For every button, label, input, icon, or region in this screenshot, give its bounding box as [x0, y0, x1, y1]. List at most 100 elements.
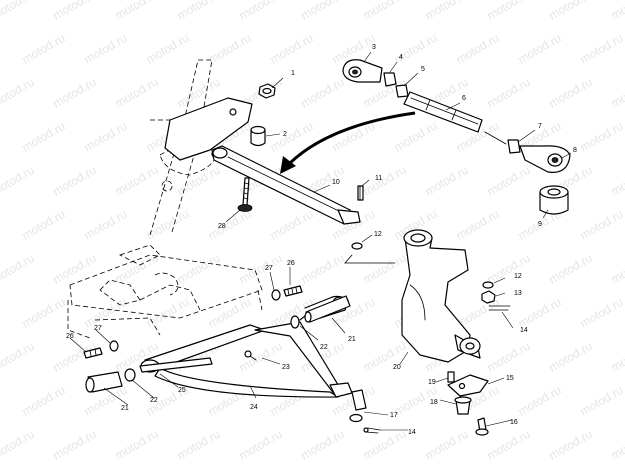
- watermark-text: motod.ru: [82, 119, 130, 155]
- watermark-text: motod.ru: [609, 163, 625, 199]
- part-15-steering-arm: [447, 374, 489, 397]
- watermark-text: motod.ru: [237, 427, 285, 463]
- callout-28: 28: [218, 223, 226, 230]
- watermark-text: motod.ru: [516, 383, 564, 419]
- watermark-text: motod.ru: [82, 295, 130, 331]
- callout-leaders: [69, 51, 572, 431]
- part-1-nut: [258, 83, 276, 99]
- callout-16: 16: [510, 419, 518, 426]
- watermark-text: motod.ru: [237, 0, 285, 23]
- watermark-text: motod.ru: [299, 75, 347, 111]
- pitman-arm-bracket: [164, 97, 253, 161]
- watermark-text: motod.ru: [578, 295, 625, 331]
- watermark-text: motod.ru: [361, 251, 409, 287]
- watermark-text: motod.ru: [268, 31, 316, 67]
- part-17-nut: [349, 389, 367, 423]
- callout-14-lower: 14: [408, 429, 416, 436]
- part-14-pin-lower: [363, 427, 381, 434]
- watermark-text: motod.ru: [299, 0, 347, 23]
- watermark-text: motod.ru: [299, 427, 347, 463]
- watermark-text: motod.ru: [0, 427, 37, 463]
- watermark-text: motod.ru: [144, 207, 192, 243]
- callout-2: 2: [283, 131, 287, 138]
- watermark-text: motod.ru: [113, 251, 161, 287]
- watermark-text: motod.ru: [547, 339, 595, 375]
- part-10-tie-rod: [211, 145, 361, 225]
- callout-26-upper: 26: [287, 260, 295, 267]
- watermark-text: motod.ru: [485, 251, 533, 287]
- watermark-text: motod.ru: [20, 295, 68, 331]
- watermark-text: motod.ru: [175, 0, 223, 23]
- watermark-text: motod.ru: [268, 207, 316, 243]
- watermark-text: motod.ru: [0, 75, 37, 111]
- part-14-pin-right: [488, 305, 511, 311]
- watermark-text: motod.ru: [51, 427, 99, 463]
- part-28-bolt: [237, 177, 253, 212]
- callout-11: 11: [375, 175, 382, 182]
- callout-1: 1: [291, 70, 295, 77]
- callout-6: 6: [462, 95, 466, 102]
- watermark-text: motod.ru: [175, 163, 223, 199]
- callout-25: 25: [178, 387, 186, 394]
- watermark-text: motod.ru: [237, 339, 285, 375]
- part-11-cotter-pin: [357, 185, 364, 201]
- watermark-text: motod.ru: [0, 163, 37, 199]
- watermark-text: motod.ru: [609, 75, 625, 111]
- callout-18: 18: [430, 399, 438, 406]
- part-6-adjuster-sleeve: [403, 91, 483, 133]
- part-20-spindle-knuckle: [401, 229, 481, 363]
- callout-22-lower: 22: [150, 397, 158, 404]
- part-21-bushing-upper: [304, 295, 351, 323]
- callout-labels: 1 2 3 4 5 6 7 8 9 10 11 12 12 13 14 14 1…: [66, 44, 577, 436]
- part-22-washer-lower: [124, 368, 136, 382]
- watermark-text: motod.ru: [175, 427, 223, 463]
- watermark-text: motod.ru: [113, 163, 161, 199]
- watermark-text: motod.ru: [20, 119, 68, 155]
- watermark-text: motod.ru: [392, 119, 440, 155]
- callout-7: 7: [538, 123, 542, 130]
- watermark-text: motod.ru: [609, 0, 625, 23]
- part-12-washer-right: [482, 281, 494, 289]
- part-26-bolt-upper: [283, 285, 303, 297]
- part-9-bushing: [539, 185, 569, 215]
- callout-27-upper: 27: [265, 265, 273, 272]
- callout-12-left: 12: [374, 231, 382, 238]
- watermark-text: motod.ru: [51, 163, 99, 199]
- watermark-text: motod.ru: [547, 251, 595, 287]
- watermark-text: motod.ru: [547, 75, 595, 111]
- callout-23: 23: [282, 364, 290, 371]
- callout-19: 19: [428, 379, 436, 386]
- part-27-washer-upper: [271, 289, 281, 301]
- watermark-text: motod.ru: [0, 339, 37, 375]
- watermark-text: motod.ru: [113, 75, 161, 111]
- part-19-cotter-key: [447, 371, 455, 383]
- watermark-text: motod.ru: [299, 251, 347, 287]
- watermark-text: motod.ru: [51, 0, 99, 23]
- watermark-text: motod.ru: [578, 207, 625, 243]
- callout-4: 4: [399, 54, 403, 61]
- callout-13: 13: [514, 290, 522, 297]
- watermark-text: motod.ru: [113, 0, 161, 23]
- callout-21-lower: 21: [121, 405, 129, 412]
- callout-3: 3: [372, 44, 376, 51]
- frame-outline: [67, 244, 263, 339]
- part-21-bushing-lower: [85, 371, 123, 393]
- part-5-nut-left: [395, 84, 409, 98]
- part-18-ball-joint: [454, 396, 472, 415]
- watermark-text: motod.ru: [51, 251, 99, 287]
- callout-26-lower: 26: [66, 333, 74, 340]
- callout-21-upper: 21: [348, 336, 356, 343]
- watermark-text: motod.ru: [485, 75, 533, 111]
- watermark-text: motod.ru: [423, 0, 471, 23]
- watermark-text: motod.ru: [423, 427, 471, 463]
- watermark-text: motod.ru: [454, 31, 502, 67]
- watermark-text: motod.ru: [485, 163, 533, 199]
- watermark-text: motod.ru: [516, 295, 564, 331]
- watermark-text: motod.ru: [361, 0, 409, 23]
- watermark-text: motod.ru: [0, 0, 37, 23]
- watermark-text: motod.ru: [516, 31, 564, 67]
- callout-9: 9: [538, 221, 542, 228]
- callout-22-upper: 22: [320, 344, 328, 351]
